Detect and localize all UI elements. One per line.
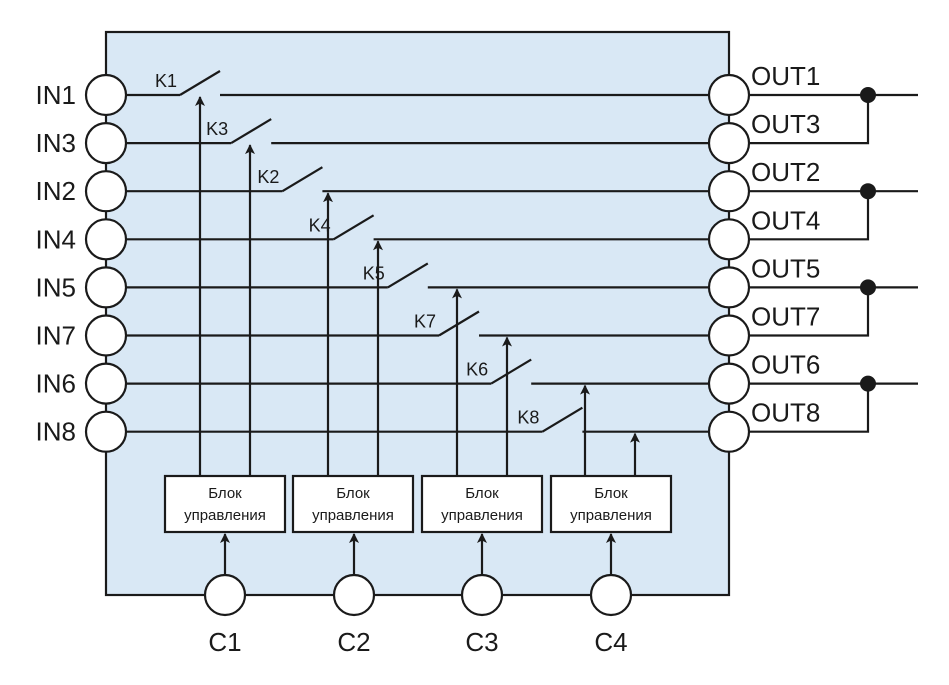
output-terminal-label: OUT7 (751, 302, 820, 332)
input-terminal-label: IN3 (36, 128, 76, 158)
control-terminal-label: C4 (594, 627, 627, 657)
switch-label: K8 (517, 408, 539, 428)
output-terminal-out7 (707, 314, 751, 357)
control-terminal-label: C1 (208, 627, 241, 657)
control-block (549, 474, 673, 534)
control-block-label: Блок (465, 485, 499, 502)
switch-contact-k5 (387, 262, 429, 289)
input-terminal-label: IN2 (36, 176, 76, 206)
input-terminal-in1 (84, 73, 128, 117)
output-merge-wire (749, 383, 870, 433)
junction-dot (860, 87, 876, 103)
output-merge-wire (749, 191, 870, 241)
switch-contact-k3 (230, 118, 272, 145)
control-terminal-c3 (460, 573, 504, 617)
switch-contact-k6 (490, 358, 532, 385)
output-terminal-out5 (707, 266, 751, 309)
output-terminal-label: OUT5 (751, 253, 820, 283)
control-terminal-label: C2 (337, 627, 370, 657)
input-terminal-in8 (84, 410, 128, 453)
input-terminal-label: IN8 (36, 417, 76, 447)
output-terminal-out1 (707, 73, 751, 117)
control-terminal-label: C3 (465, 627, 498, 657)
junction-dot (860, 279, 876, 296)
output-terminal-label: OUT4 (751, 205, 820, 235)
control-block (291, 474, 415, 534)
input-terminal-label: IN6 (36, 369, 76, 399)
output-terminal-out4 (707, 218, 751, 261)
input-terminal-in7 (84, 314, 128, 357)
control-terminal-c1 (203, 573, 247, 617)
switch-label: K2 (257, 167, 279, 187)
output-terminal-out3 (707, 122, 751, 165)
switch-label: K1 (155, 71, 177, 91)
output-terminal-label: OUT3 (751, 109, 820, 139)
switch-contact-k1 (179, 70, 221, 96)
control-block-label: управления (184, 507, 266, 524)
input-terminal-in2 (84, 170, 128, 213)
switch-contact-k8 (541, 406, 583, 433)
control-block (420, 474, 544, 534)
control-block-label: управления (570, 507, 652, 524)
control-block-label: Блок (336, 485, 370, 502)
output-terminal-label: OUT8 (751, 398, 820, 428)
input-terminal-in4 (84, 218, 128, 261)
input-terminal-in3 (84, 122, 128, 165)
output-terminal-label: OUT1 (751, 61, 820, 91)
control-block-label: Блок (594, 485, 628, 502)
input-terminal-label: IN4 (36, 224, 76, 254)
switch-contact-k4 (333, 214, 375, 241)
input-terminal-label: IN5 (36, 272, 76, 302)
control-block-label: управления (312, 507, 394, 524)
junction-dot (860, 375, 876, 392)
control-block-label: Блок (208, 485, 242, 502)
input-terminal-label: IN7 (36, 321, 76, 351)
switch-contact-k2 (281, 166, 323, 193)
control-block-label: управления (441, 507, 523, 524)
control-terminal-c2 (332, 573, 376, 617)
output-terminal-out2 (707, 170, 751, 213)
output-terminal-out8 (707, 410, 751, 453)
output-merge-wire (749, 287, 870, 337)
switch-label: K5 (363, 263, 385, 283)
input-terminal-label: IN1 (36, 80, 76, 110)
output-terminal-out6 (707, 362, 751, 405)
input-terminal-in6 (84, 362, 128, 405)
input-terminal-in5 (84, 266, 128, 309)
switch-contact-k7 (438, 310, 480, 337)
switch-label: K6 (466, 360, 488, 380)
control-block (163, 474, 287, 534)
switch-label: K7 (414, 312, 436, 332)
output-merge-wire (749, 95, 870, 145)
output-terminal-label: OUT6 (751, 350, 820, 380)
switch-label: K4 (309, 215, 331, 235)
output-terminal-label: OUT2 (751, 157, 820, 187)
switch-label: K3 (206, 119, 228, 139)
junction-dot (860, 183, 876, 200)
control-terminal-c4 (589, 573, 633, 617)
